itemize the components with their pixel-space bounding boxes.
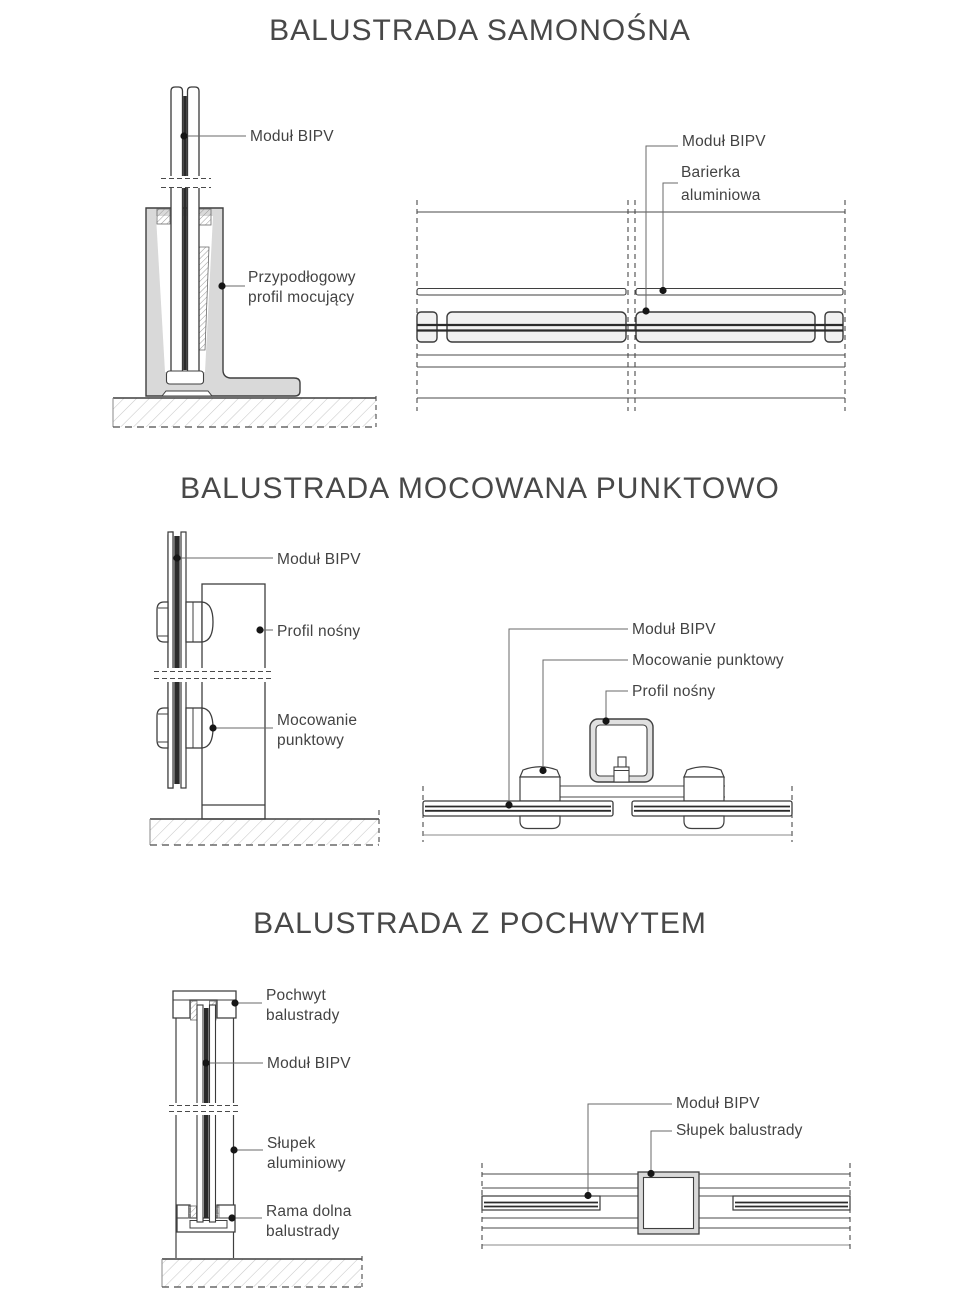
bipv-module-glass (167, 531, 187, 789)
leader-dot (180, 132, 188, 140)
leader-dot (231, 999, 239, 1007)
s1-plan-drawing (416, 145, 846, 411)
s2p-label-modul-bipv: Moduł BIPV (632, 621, 716, 638)
leader-dot (539, 766, 547, 775)
leader-dot (228, 1214, 236, 1222)
leader-dot (642, 307, 650, 315)
leader-lines (184, 135, 246, 287)
leader-dot (659, 286, 667, 295)
gasket-wedge (156, 208, 171, 225)
s2-label-mocowanie-punktowy: Mocowanie punktowy (277, 712, 358, 749)
bipv-module-panel (422, 800, 793, 817)
s3-section-drawing (161, 990, 363, 1288)
bipv-module-panel (481, 1195, 851, 1211)
ground-hatch (112, 396, 377, 428)
section-title-z-pochwytem: BALUSTRADA Z POCHWYTEM (253, 907, 707, 940)
s1-section-drawing (112, 86, 377, 428)
leader-dot (230, 1146, 238, 1154)
handrail-cap (172, 990, 237, 1019)
bolt (617, 756, 627, 768)
point-fixing (156, 707, 214, 749)
leader-dot (256, 626, 264, 634)
leader-dot (584, 1191, 592, 1200)
s2p-label-profil-nosny: Profil nośny (632, 683, 716, 700)
leader-dot (202, 1059, 210, 1067)
aluminum-railing-bar (416, 287, 844, 296)
leader-dot (647, 1169, 655, 1178)
leader-dot (602, 717, 610, 725)
s3p-label-slupek-balustrady: Słupek balustrady (676, 1122, 803, 1139)
s1p-label-barierka-aluminiowa: Barierka aluminiowa (681, 164, 761, 204)
s2-plan-drawing (422, 628, 793, 842)
datum-dashed-lines (481, 1163, 851, 1252)
ground-hatch (161, 1256, 363, 1288)
point-fixing (156, 601, 214, 643)
section-title-mocowana-punktowo: BALUSTRADA MOCOWANA PUNKTOWO (180, 472, 780, 505)
leader-lines (508, 628, 628, 804)
bipv-module-panel (416, 311, 844, 343)
datum-dashed-lines (416, 200, 846, 411)
point-fixing-cap (519, 815, 561, 830)
leader-dot (173, 554, 181, 562)
break-symbol (152, 668, 275, 682)
break-symbol (158, 176, 214, 189)
s2-label-modul-bipv: Moduł BIPV (277, 551, 361, 568)
s2-label-profil-nosny: Profil nośny (277, 623, 361, 640)
bolt (613, 766, 630, 783)
point-fixing (683, 766, 725, 802)
s1-label-przypodlogowy-profil: Przypodłogowy profil mocujący (248, 269, 356, 306)
datum-dashed-lines (422, 786, 793, 842)
s3-label-slupek-aluminiowy: Słupek aluminiowy (267, 1135, 346, 1172)
s3-label-rama-dolna: Rama dolna balustrady (266, 1203, 352, 1240)
leader-dot (209, 724, 217, 732)
s3p-label-modul-bipv: Moduł BIPV (676, 1095, 760, 1112)
s3-label-pochwyt-balustrady: Pochwyt balustrady (266, 987, 340, 1024)
leader-lines (587, 1103, 672, 1194)
section-title-samonosna: BALUSTRADA SAMONOŚNA (269, 14, 691, 47)
leader-dot (505, 801, 513, 809)
s2-section-drawing (149, 531, 380, 846)
s3-plan-drawing (481, 1103, 851, 1252)
ground-hatch (149, 810, 380, 846)
leader-lines (206, 1002, 263, 1219)
s1-label-modul-bipv: Moduł BIPV (250, 128, 334, 145)
s3-label-modul-bipv: Moduł BIPV (267, 1055, 351, 1072)
point-fixing-cap (683, 815, 725, 830)
leader-lines (645, 145, 678, 311)
leader-dot (218, 282, 226, 290)
break-symbol (167, 1103, 243, 1115)
s1p-label-modul-bipv: Moduł BIPV (682, 133, 766, 150)
bipv-module-glass (170, 86, 200, 375)
s2p-label-mocowanie-punktowy: Mocowanie punktowy (632, 652, 784, 669)
balustrade-post (637, 1171, 700, 1235)
support-profile-tube (589, 718, 654, 783)
